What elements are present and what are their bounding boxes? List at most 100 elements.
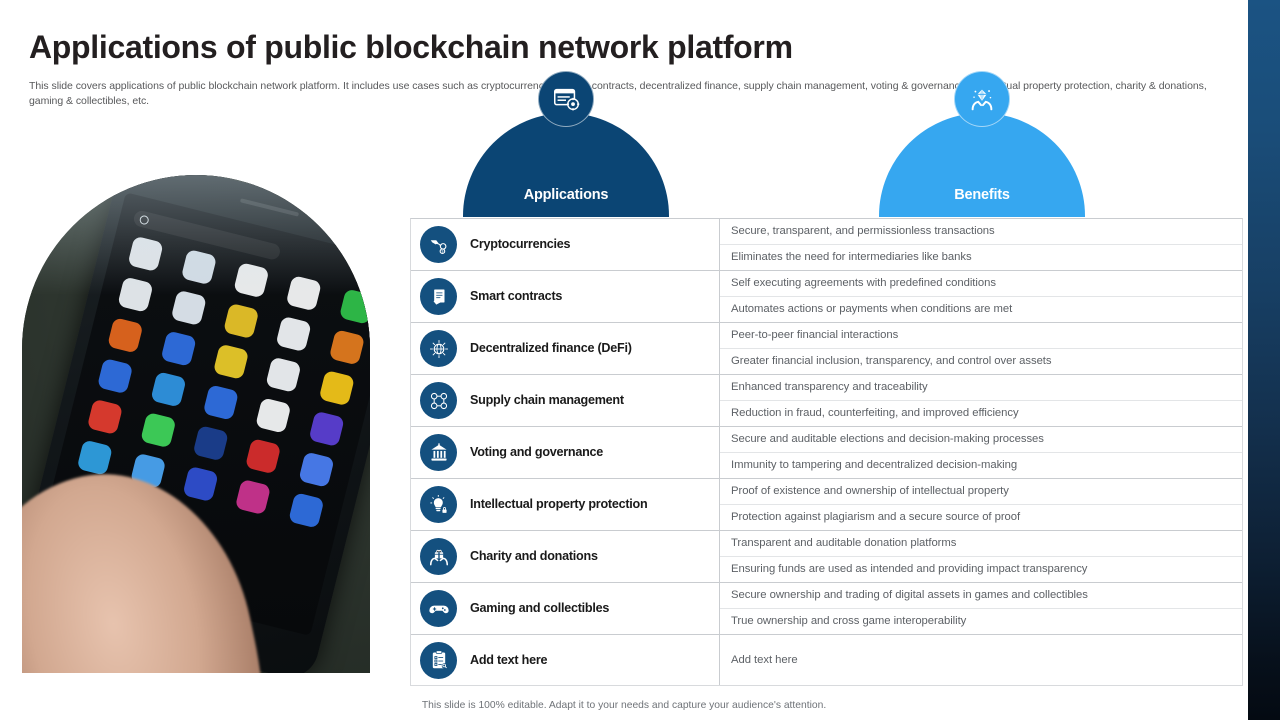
phone-app-icon <box>318 369 355 407</box>
application-cell: Supply chain management <box>411 375 720 426</box>
hands-gift-icon <box>420 538 457 575</box>
phone-app-icon <box>212 343 250 380</box>
phone-app-icon <box>222 302 260 340</box>
benefit-text: Proof of existence and ownership of inte… <box>720 479 1242 505</box>
column-header-applications-label: Applications <box>523 187 609 203</box>
editable-note: This slide is 100% editable. Adapt it to… <box>421 700 827 711</box>
benefit-text: Peer-to-peer financial interactions <box>720 323 1242 349</box>
hands-diamond-icon <box>954 71 1010 127</box>
application-label: Charity and donations <box>470 549 598 563</box>
phone-app-icon <box>328 329 365 366</box>
phone-app-icon <box>149 371 187 408</box>
benefits-cell: Add text here <box>720 635 1242 685</box>
phone-app-icon <box>235 478 272 516</box>
benefit-text: Add text here <box>731 654 798 666</box>
phone-app-icon <box>139 411 177 449</box>
benefit-text: Enhanced transparency and traceability <box>720 375 1242 401</box>
application-cell: Charity and donations <box>411 531 720 582</box>
application-label: Voting and governance <box>470 445 604 459</box>
phone-app-icon <box>287 492 325 529</box>
application-label: Decentralized finance (DeFi) <box>470 341 632 355</box>
phone-app-icon <box>180 248 217 286</box>
game-controller-icon <box>420 590 457 627</box>
phone-app-icon <box>170 289 207 326</box>
benefits-cell: Secure and auditable elections and decis… <box>720 427 1242 478</box>
lightbulb-lock-icon <box>420 486 457 523</box>
application-cell: Smart contracts <box>411 271 720 322</box>
benefits-cell: Proof of existence and ownership of inte… <box>720 479 1242 530</box>
hand-holding-smartphone-photo <box>22 175 370 673</box>
phone-app-icon <box>285 275 323 312</box>
globe-network-icon <box>420 330 457 367</box>
benefit-text: Transparent and auditable donation platf… <box>720 531 1242 557</box>
table-row: Gaming and collectibles Secure ownership … <box>411 583 1242 635</box>
application-label: Supply chain management <box>470 393 624 407</box>
phone-app-icon <box>192 425 229 462</box>
application-cell: Decentralized finance (DeFi) <box>411 323 720 374</box>
benefit-text: Immunity to tampering and decentralized … <box>731 459 1018 472</box>
benefits-cell: Self executing agreements with predefine… <box>720 271 1242 322</box>
table-row: Supply chain management Enhanced transpar… <box>411 375 1242 427</box>
page-title: Applications of public blockchain networ… <box>29 29 793 65</box>
supply-nodes-icon <box>420 382 457 419</box>
benefit-text: True ownership and cross game interopera… <box>731 615 967 628</box>
benefit-text: Eliminates the need for intermediaries l… <box>731 251 972 264</box>
benefit-text: Automates actions or payments when condi… <box>731 303 1013 316</box>
browser-gear-icon <box>538 71 594 127</box>
benefits-cell: Secure, transparent, and permissionless … <box>720 219 1242 270</box>
benefit-text: Greater financial inclusion, transparenc… <box>731 355 1052 368</box>
phone-app-icon <box>182 465 219 503</box>
phone-app-icon <box>338 288 370 325</box>
phone-app-icon <box>76 439 114 476</box>
government-building-icon <box>420 434 457 471</box>
table-row: $ Cryptocurrencies Secure, transparent, an… <box>411 219 1242 271</box>
application-label: Smart contracts <box>470 289 563 303</box>
table-row: Decentralized finance (DeFi) Peer-to-peer… <box>411 323 1242 375</box>
clipboard-checklist-icon <box>420 641 457 679</box>
application-cell: Gaming and collectibles <box>411 583 720 634</box>
phone-app-icon <box>308 410 345 447</box>
svg-text:$: $ <box>441 249 443 253</box>
column-header-benefits: Benefits <box>879 71 1085 217</box>
phone-app-icon <box>233 262 270 299</box>
benefit-text: Secure, transparent, and permissionless … <box>720 219 1242 245</box>
phone-app-icon <box>107 317 144 354</box>
application-label: Intellectual property protection <box>470 497 648 511</box>
phone-app-icon <box>117 276 154 313</box>
page-subtitle: This slide covers applications of public… <box>29 80 1207 107</box>
application-label: Cryptocurrencies <box>470 237 571 251</box>
right-edge-gradient-strip <box>1248 0 1280 720</box>
benefit-text: Protection against plagiarism and a secu… <box>731 511 1021 524</box>
phone-app-icon <box>86 398 124 436</box>
column-header-applications: Applications <box>463 71 669 217</box>
phone-app-icon <box>275 315 313 353</box>
benefits-cell: Transparent and auditable donation platf… <box>720 531 1242 582</box>
benefit-text: Self executing agreements with predefine… <box>720 271 1242 297</box>
phone-app-icon <box>160 330 197 367</box>
application-label: Add text here <box>470 652 548 667</box>
phone-app-icon <box>265 356 302 394</box>
application-cell: Intellectual property protection <box>411 479 720 530</box>
benefit-text: Secure ownership and trading of digital … <box>720 583 1242 609</box>
column-header-benefits-label: Benefits <box>954 187 1010 203</box>
application-cell: Voting and governance <box>411 427 720 478</box>
phone-app-icon <box>127 235 164 273</box>
contract-document-icon <box>420 278 457 315</box>
phone-app-icon <box>202 384 240 421</box>
application-cell: Add text here <box>411 635 720 685</box>
table-row: Smart contracts Self executing agreements… <box>411 271 1242 323</box>
table-row: Add text here Add text here <box>411 635 1242 685</box>
benefit-text: Secure and auditable elections and decis… <box>720 427 1242 453</box>
hand-coin-icon: $ <box>420 226 457 263</box>
benefits-cell: Secure ownership and trading of digital … <box>720 583 1242 634</box>
table-row: Charity and donations Transparent and aud… <box>411 531 1242 583</box>
benefit-text: Reduction in fraud, counterfeiting, and … <box>731 407 1019 420</box>
application-cell: $ Cryptocurrencies <box>411 219 720 270</box>
table-row: Intellectual property protection Proof of… <box>411 479 1242 531</box>
applications-benefits-table: $ Cryptocurrencies Secure, transparent, an… <box>410 218 1243 686</box>
application-label: Gaming and collectibles <box>470 601 610 615</box>
benefit-text: Ensuring funds are used as intended and … <box>731 563 1088 576</box>
